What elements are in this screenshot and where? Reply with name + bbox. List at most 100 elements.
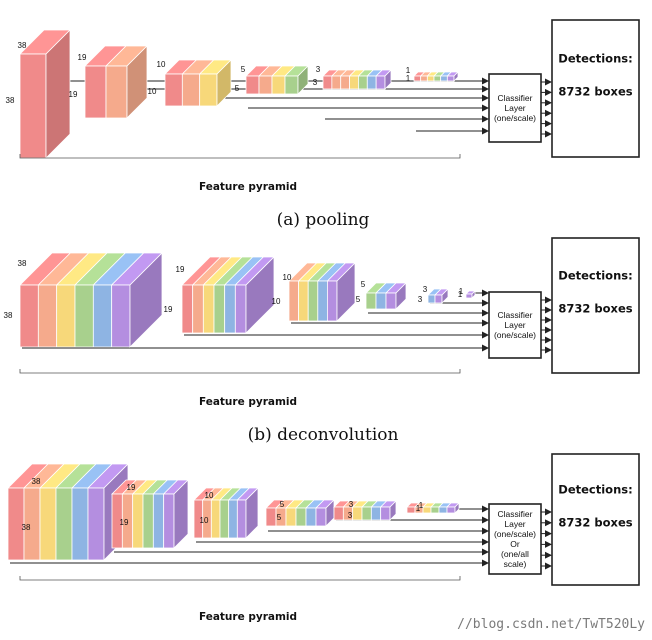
- block-top-label: 19: [127, 483, 136, 492]
- cuboid-front-slice: [420, 75, 428, 82]
- detections-title: Detections:: [558, 483, 632, 497]
- feature-block-5: [245, 65, 309, 95]
- cuboid-front-slice: [366, 75, 377, 90]
- cuboid-front-slice: [288, 280, 300, 322]
- cuboid-front-slice: [164, 73, 183, 107]
- cuboid-front-slice: [74, 284, 94, 348]
- cuboid-side-face: [297, 65, 309, 95]
- feature-block-1: [413, 71, 459, 82]
- cuboid-front-slice: [84, 65, 107, 119]
- classifier-label: (one/scale): [494, 113, 536, 123]
- cuboid-front-slice: [307, 280, 319, 322]
- block-top-label: 19: [78, 53, 87, 62]
- block-side-label: 10: [148, 87, 157, 96]
- cuboid-front-slice: [258, 75, 273, 95]
- block-side-label: 1: [458, 290, 463, 299]
- cuboid-front-slice: [19, 53, 47, 159]
- cuboid-front-slice: [55, 487, 73, 561]
- cuboid-front-slice: [92, 284, 113, 348]
- cuboid-front-slice: [440, 75, 448, 82]
- cuboid-front-slice: [56, 284, 76, 348]
- cuboid-side-face: [126, 45, 148, 119]
- block-side-label: 5: [277, 513, 282, 522]
- panel-caption: (a) pooling: [277, 210, 370, 230]
- classifier-label: Or: [510, 539, 520, 549]
- classifier-box: [488, 503, 542, 575]
- cuboid-front-slice: [370, 506, 382, 521]
- cuboid-front-slice: [333, 506, 344, 521]
- feature-block-5: [265, 499, 335, 527]
- cuboid-side-face: [245, 487, 259, 539]
- classifier-box: [488, 291, 542, 359]
- block-top-label: 5: [280, 500, 285, 509]
- cuboid-front-slice: [380, 506, 391, 521]
- cuboid-front-slice: [39, 487, 57, 561]
- cuboid-front-slice: [446, 75, 455, 82]
- classifier-label: scale): [504, 559, 527, 569]
- panel-caption: (b) deconvolution: [248, 425, 399, 445]
- cuboid-front-slice: [465, 293, 473, 299]
- cuboid-front-slice: [71, 487, 89, 561]
- panel-b-deconvolution: 383819191010553311ClassifierLayer(one/sc…: [4, 237, 640, 445]
- block-side-label: 38: [4, 311, 13, 320]
- classifier-label: (one/all: [501, 549, 529, 559]
- cuboid-front-slice: [202, 284, 215, 334]
- block-top-label: 5: [241, 65, 246, 74]
- block-side-label: 38: [6, 96, 15, 105]
- cuboid-front-slice: [322, 75, 333, 90]
- feature-block-38: [19, 29, 71, 159]
- cuboid-front-slice: [326, 280, 338, 322]
- block-top-label: 3: [316, 65, 321, 74]
- cuboid-side-face: [129, 252, 163, 348]
- cuboid-side-face: [216, 59, 232, 107]
- cuboid-front-slice: [331, 75, 342, 90]
- block-side-label: 38: [22, 523, 31, 532]
- feature-block-38: [19, 252, 163, 348]
- cuboid-front-slice: [210, 499, 221, 539]
- detections-title: Detections:: [558, 52, 632, 66]
- cuboid-front-slice: [271, 75, 286, 95]
- cuboid-front-slice: [87, 487, 105, 561]
- feature-block-10: [164, 59, 232, 107]
- cuboid-front-slice: [285, 507, 297, 527]
- pyramid-brace: [19, 576, 461, 581]
- cuboid-front-slice: [315, 507, 327, 527]
- block-side-label: 3: [313, 78, 318, 87]
- cuboid-front-slice: [236, 499, 247, 539]
- pyramid-label: Feature pyramid: [199, 396, 297, 408]
- cuboid-front-slice: [224, 284, 236, 334]
- cuboid-front-slice: [317, 280, 328, 322]
- classifier-label: Classifier: [498, 509, 533, 519]
- cuboid-front-slice: [295, 507, 307, 527]
- block-side-label: 1: [416, 504, 421, 513]
- feature-block-5: [365, 282, 407, 310]
- cuboid-front-slice: [430, 506, 440, 514]
- classifier-label: Classifier: [498, 93, 533, 103]
- cuboid-front-slice: [365, 292, 377, 310]
- panel-c: 383819191010553311ClassifierLayer(one/sc…: [7, 453, 640, 623]
- detections-title: Detections:: [558, 269, 632, 283]
- cuboid-front-slice: [213, 284, 226, 334]
- cuboid-front-slice: [413, 75, 422, 82]
- block-side-label: 3: [348, 511, 353, 520]
- feature-block-10: [193, 487, 259, 539]
- cuboid-front-slice: [385, 292, 397, 310]
- detections-count: 8732 boxes: [558, 302, 632, 316]
- block-top-label: 38: [32, 477, 41, 486]
- detections-box: [551, 19, 640, 158]
- block-top-label: 10: [205, 491, 214, 500]
- cuboid-front-slice: [426, 75, 435, 82]
- cuboid-front-slice: [163, 493, 175, 549]
- block-side-label: 3: [418, 295, 423, 304]
- cuboid-front-slice: [192, 284, 204, 334]
- cuboid-side-face: [453, 71, 459, 82]
- cuboid-front-slice: [265, 507, 277, 527]
- detections-count: 8732 boxes: [558, 85, 632, 99]
- cuboid-front-slice: [352, 506, 363, 521]
- block-top-label: 19: [176, 265, 185, 274]
- cuboid-front-slice: [427, 294, 436, 304]
- block-top-label: 3: [423, 285, 428, 294]
- cuboid-side-face: [395, 282, 407, 310]
- classifier-label: Layer: [504, 519, 525, 529]
